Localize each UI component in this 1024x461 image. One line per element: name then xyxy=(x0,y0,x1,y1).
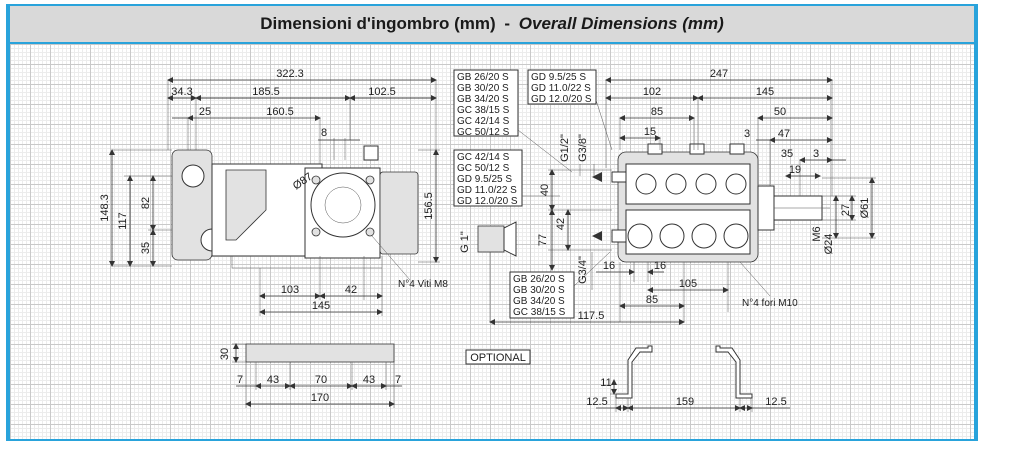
dim-160-5: 160.5 xyxy=(266,106,294,118)
model-label: GD 9.5/25 S xyxy=(457,174,512,185)
base-plate-view: 30 7 43 70 43 7 170 xyxy=(219,343,402,408)
dim-7-a: 7 xyxy=(237,374,243,386)
model-box-top-left xyxy=(453,69,519,137)
dim-247: 247 xyxy=(710,68,728,80)
dim-27: 27 xyxy=(840,204,852,216)
model-label: GB 26/20 S xyxy=(457,72,509,83)
dim-35: 35 xyxy=(140,242,152,254)
dim-3-b: 3 xyxy=(813,148,819,160)
dim-43-b: 43 xyxy=(363,374,375,386)
port-g3-8: G3/8" xyxy=(577,134,589,162)
note-viti-m8: N°4 Viti M8 xyxy=(398,279,448,290)
model-label: GD 12.0/20 S xyxy=(531,94,592,105)
dim-47: 47 xyxy=(778,128,790,140)
dim-12-5-b: 12.5 xyxy=(765,396,786,408)
note-fori-m10: N°4 fori M10 xyxy=(742,298,798,309)
optional-label: OPTIONAL xyxy=(470,352,526,364)
optional-brackets: OPTIONAL 11 12.5 159 12.5 xyxy=(465,345,790,412)
dim-30: 30 xyxy=(219,348,231,360)
side-view: 322.3 34.3 185.5 102.5 25 160.5 8 148.3 … xyxy=(99,68,448,316)
inlet-fitting xyxy=(477,225,505,253)
dim-19: 19 xyxy=(789,164,801,176)
dim-42: 42 xyxy=(555,218,567,230)
dim-50: 50 xyxy=(774,106,786,118)
model-label: GC 38/15 S xyxy=(457,105,510,116)
model-box-mid-left xyxy=(453,149,523,207)
model-label: GB 34/20 S xyxy=(513,296,565,307)
model-label: GB 34/20 S xyxy=(457,94,509,105)
dim-34-3: 34.3 xyxy=(171,86,192,98)
dim-85: 85 xyxy=(651,106,663,118)
model-label: GD 11.0/22 S xyxy=(531,83,591,94)
dim-159: 159 xyxy=(676,396,694,408)
dim-43-a: 43 xyxy=(267,374,279,386)
dim-105: 105 xyxy=(679,278,697,290)
dim-70: 70 xyxy=(315,374,327,386)
port-g1-2: G1/2" xyxy=(559,134,571,162)
dim-170: 170 xyxy=(311,392,329,404)
page-title: Dimensioni d'ingombro (mm) - Overall Dim… xyxy=(10,6,974,42)
title-english: Overall Dimensions (mm) xyxy=(518,14,724,33)
dim-7-b: 7 xyxy=(395,374,401,386)
rear-cover xyxy=(379,171,419,255)
bracket-right xyxy=(715,345,753,399)
model-label: GC 42/14 S xyxy=(457,116,510,127)
model-label: GC 50/12 S xyxy=(457,163,510,174)
dim-m6: M6 xyxy=(811,226,823,241)
model-label: GB 26/20 S xyxy=(513,274,565,285)
model-label: GB 30/20 S xyxy=(513,285,565,296)
bracket-left xyxy=(615,345,653,399)
model-label: GD 9.5/25 S xyxy=(531,72,586,83)
dim-dia-24: Ø24 xyxy=(823,234,835,255)
dim-25: 25 xyxy=(199,106,211,118)
base-plate xyxy=(245,343,395,363)
title-italian: Dimensioni d'ingombro (mm) xyxy=(260,14,496,33)
model-label: GC 38/15 S xyxy=(513,307,566,318)
optional-label-box xyxy=(465,349,531,365)
shaft-housing xyxy=(757,185,775,231)
dim-145: 145 xyxy=(756,86,774,98)
dim-103: 103 xyxy=(281,284,299,296)
top-view: GB 26/20 S GB 30/20 S GB 34/20 S GC 38/1… xyxy=(453,68,876,325)
dim-16-b: 16 xyxy=(654,260,666,272)
dim-117: 117 xyxy=(117,212,129,230)
dim-3-a: 3 xyxy=(744,128,750,140)
dim-11: 11 xyxy=(600,377,611,389)
dim-77: 77 xyxy=(537,234,549,246)
model-label: GB 30/20 S xyxy=(457,83,509,94)
dim-40: 40 xyxy=(539,184,551,196)
model-box-bottom xyxy=(509,271,575,319)
dim-15: 15 xyxy=(644,126,656,138)
model-label: GD 12.0/20 S xyxy=(457,196,518,207)
dim-8: 8 xyxy=(321,127,327,139)
dim-82: 82 xyxy=(140,197,152,209)
oil-cap xyxy=(363,145,379,161)
dim-156-5: 156.5 xyxy=(423,192,435,220)
dim-102: 102 xyxy=(643,86,661,98)
model-box-top-right xyxy=(527,69,597,105)
dim-12-5-a: 12.5 xyxy=(586,396,607,408)
dim-322-3: 322.3 xyxy=(276,68,304,80)
dim-117-5: 117.5 xyxy=(578,310,605,322)
dim-145: 145 xyxy=(312,300,330,312)
port-g1: G 1" xyxy=(459,231,471,253)
model-label: GD 11.0/22 S xyxy=(457,185,517,196)
model-label: GC 50/12 S xyxy=(457,127,510,138)
flange-circle xyxy=(310,172,376,238)
dim-35: 35 xyxy=(781,148,793,160)
dim-148-3: 148.3 xyxy=(99,194,111,222)
dim-85-b: 85 xyxy=(646,294,658,306)
dim-102-5: 102.5 xyxy=(368,86,396,98)
title-separator: - xyxy=(504,14,511,33)
dim-16-a: 16 xyxy=(603,260,615,272)
dim-185-5: 185.5 xyxy=(252,86,280,98)
dim-dia-61: Ø61 xyxy=(859,198,871,219)
dim-42: 42 xyxy=(345,284,357,296)
model-label: GC 42/14 S xyxy=(457,152,510,163)
port-g3-4: G3/4" xyxy=(577,256,589,284)
